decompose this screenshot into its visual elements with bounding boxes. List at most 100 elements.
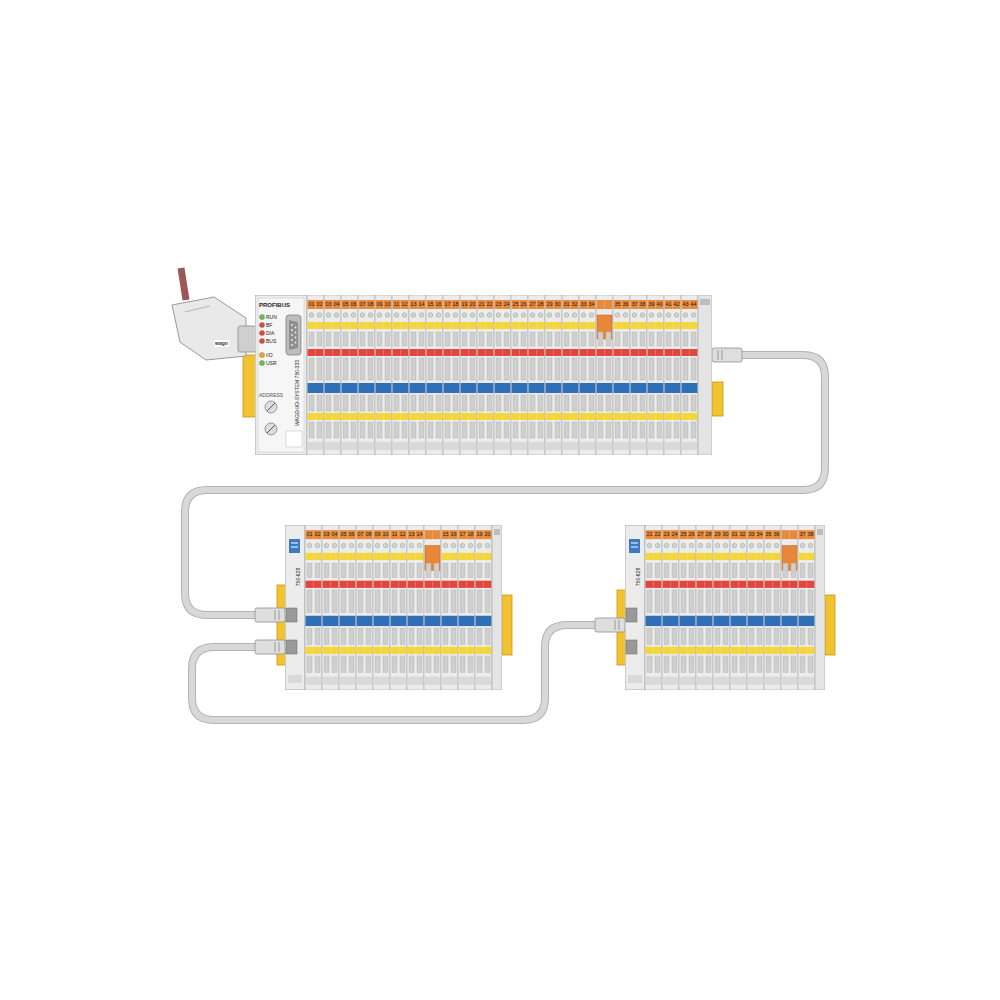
status-led <box>468 543 473 548</box>
terminal-number: 30 <box>554 300 562 309</box>
io-module <box>356 525 373 690</box>
terminal-marker <box>682 300 690 309</box>
yellow-marker <box>731 553 739 560</box>
blue-marker <box>359 383 375 393</box>
clamp-opening <box>485 656 490 673</box>
module-label-strip <box>697 677 712 685</box>
module-label-strip <box>682 442 697 450</box>
clamp-opening <box>766 628 771 645</box>
clamp-opening <box>800 590 805 613</box>
yellow-marker <box>654 647 662 654</box>
yellow-marker <box>580 413 588 420</box>
rj45-plug <box>275 610 276 620</box>
clamp-opening <box>487 422 492 438</box>
yellow-marker <box>503 413 511 420</box>
blue-marker <box>597 383 613 393</box>
status-led <box>341 543 346 548</box>
module-label-strip <box>391 677 406 685</box>
yellow-marker <box>340 647 348 654</box>
red-marker <box>799 581 807 588</box>
red-marker <box>452 349 460 356</box>
io-node: 750-628010203040506070809101112131415161… <box>285 525 502 690</box>
clamp-opening <box>324 628 329 645</box>
clamp-opening <box>774 590 779 613</box>
clamp-opening <box>791 628 796 645</box>
rail-clip <box>825 595 835 655</box>
yellow-marker <box>671 647 679 654</box>
clamp-opening <box>307 628 312 645</box>
terminal-number: 07 <box>357 530 365 539</box>
switch-slot <box>267 403 275 411</box>
io-module <box>664 295 681 455</box>
clamp-opening <box>757 590 762 613</box>
terminal-marker <box>563 300 571 309</box>
red-marker <box>673 349 681 356</box>
module-label-strip <box>408 677 423 685</box>
sub-d-pin <box>291 344 293 346</box>
clamp-opening <box>666 395 671 411</box>
blue-marker <box>376 383 392 393</box>
red-marker <box>765 581 773 588</box>
red-marker <box>316 349 324 356</box>
yellow-marker <box>773 553 781 560</box>
yellow-marker <box>807 647 815 654</box>
end-module-tab <box>817 529 823 535</box>
clamp-opening <box>366 563 371 577</box>
clamp-opening <box>766 563 771 577</box>
blue-marker <box>731 616 747 626</box>
yellow-marker <box>461 322 469 329</box>
clamp-opening <box>783 656 788 673</box>
clamp-opening <box>419 332 424 346</box>
clamp-opening <box>808 563 813 577</box>
yellow-marker <box>714 553 722 560</box>
clamp-opening <box>428 395 433 411</box>
status-led <box>555 313 560 318</box>
clamp-opening <box>394 358 399 380</box>
red-marker <box>357 581 365 588</box>
yellow-marker <box>622 413 630 420</box>
terminal-marker <box>546 300 554 309</box>
terminal-number: 36 <box>622 300 630 309</box>
terminal-marker <box>622 300 630 309</box>
clamp-opening <box>615 332 620 346</box>
clamp-opening <box>632 332 637 346</box>
red-marker <box>690 349 698 356</box>
yellow-marker <box>520 413 528 420</box>
module-label-strip <box>597 442 612 450</box>
clamp-opening <box>411 358 416 380</box>
yellow-marker <box>705 647 713 654</box>
module-label-strip <box>306 677 321 685</box>
yellow-marker <box>342 413 350 420</box>
clamp-opening <box>394 395 399 411</box>
blue-marker <box>580 383 596 393</box>
status-led <box>259 314 264 319</box>
clamp-opening <box>723 563 728 577</box>
status-led <box>647 543 652 548</box>
yellow-marker <box>452 413 460 420</box>
clamp-opening <box>385 332 390 346</box>
clamp-opening <box>723 656 728 673</box>
rj45-plug <box>712 348 742 362</box>
clamp-opening <box>640 395 645 411</box>
terminal-number: 05 <box>342 300 350 309</box>
yellow-marker <box>705 553 713 560</box>
clamp-opening <box>487 332 492 346</box>
clamp-opening <box>715 563 720 577</box>
yellow-marker <box>333 413 341 420</box>
terminal-marker <box>314 530 322 539</box>
clamp-opening <box>351 395 356 411</box>
red-marker <box>384 349 392 356</box>
module-label-strip <box>628 675 642 683</box>
terminal-marker <box>399 530 407 539</box>
clamp-opening <box>513 422 518 438</box>
terminal-number: 42 <box>673 300 681 309</box>
terminal-number: 21 <box>646 530 654 539</box>
clamp-opening <box>360 358 365 380</box>
status-led <box>623 313 628 318</box>
terminal-number: 29 <box>546 300 554 309</box>
blue-marker <box>765 616 781 626</box>
plug-edge <box>185 306 210 312</box>
status-led <box>385 313 390 318</box>
blue-marker <box>408 616 424 626</box>
switch-slot <box>267 425 275 433</box>
